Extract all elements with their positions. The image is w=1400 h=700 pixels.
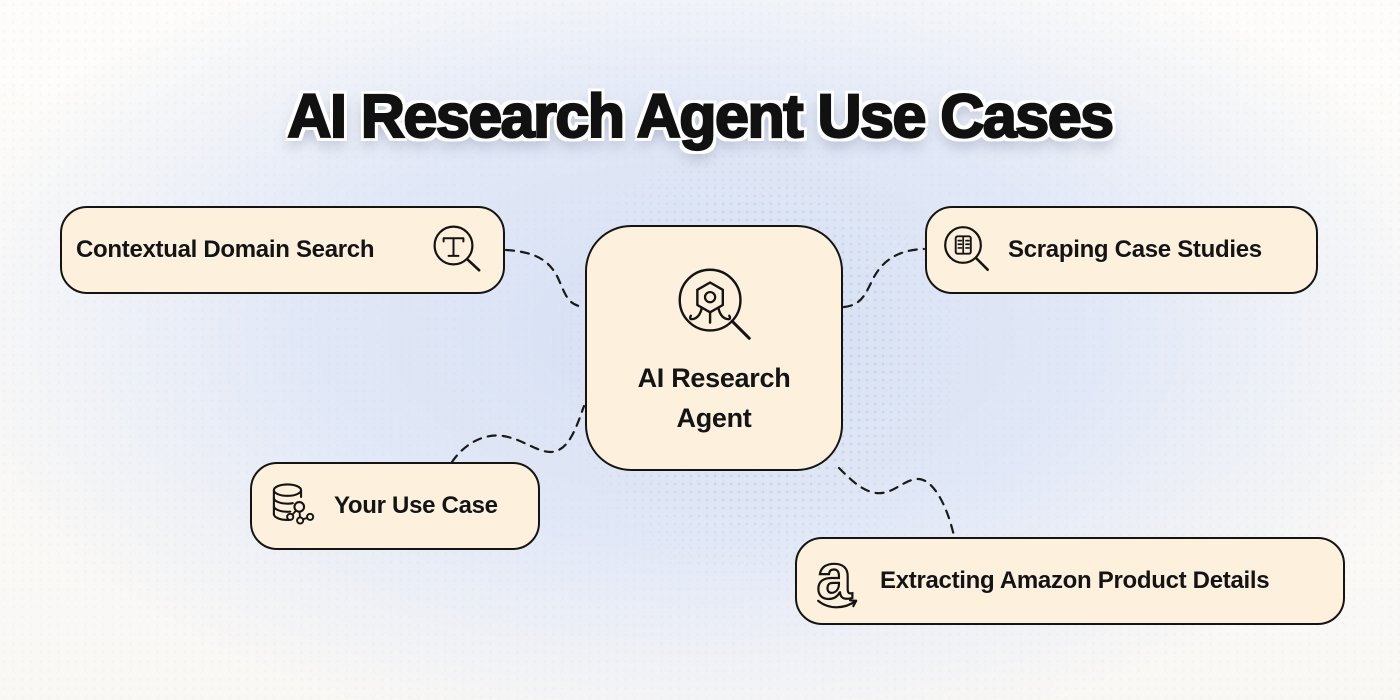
connector-bottom-right bbox=[837, 466, 956, 538]
connector-top-right bbox=[842, 247, 926, 309]
node-label: Scraping Case Studies bbox=[1008, 236, 1262, 263]
svg-text:a: a bbox=[816, 551, 852, 611]
node-label: AI Research Agent bbox=[637, 363, 791, 433]
amazon-icon: a bbox=[816, 551, 863, 611]
node-label: Extracting Amazon Product Details bbox=[880, 567, 1270, 594]
text-search-icon bbox=[431, 223, 485, 277]
robot-search-icon bbox=[667, 258, 761, 352]
node-your-use-case: Your Use Case bbox=[250, 462, 540, 550]
node-contextual-domain-search: Contextual Domain Search bbox=[60, 206, 505, 294]
node-scraping-case-studies: Scraping Case Studies bbox=[925, 206, 1318, 294]
document-search-icon bbox=[942, 224, 995, 277]
connector-top-left bbox=[504, 248, 586, 309]
connector-bottom-left bbox=[450, 404, 586, 464]
page-title: AI Research Agent Use Cases bbox=[286, 81, 1115, 151]
node-label: Your Use Case bbox=[334, 492, 498, 519]
database-network-icon bbox=[263, 478, 321, 534]
node-label: Contextual Domain Search bbox=[76, 236, 375, 263]
node-ai-research-agent: AI Research Agent bbox=[585, 225, 843, 471]
node-extracting-amazon-product-details: a Extracting Amazon Product Details bbox=[795, 537, 1345, 625]
